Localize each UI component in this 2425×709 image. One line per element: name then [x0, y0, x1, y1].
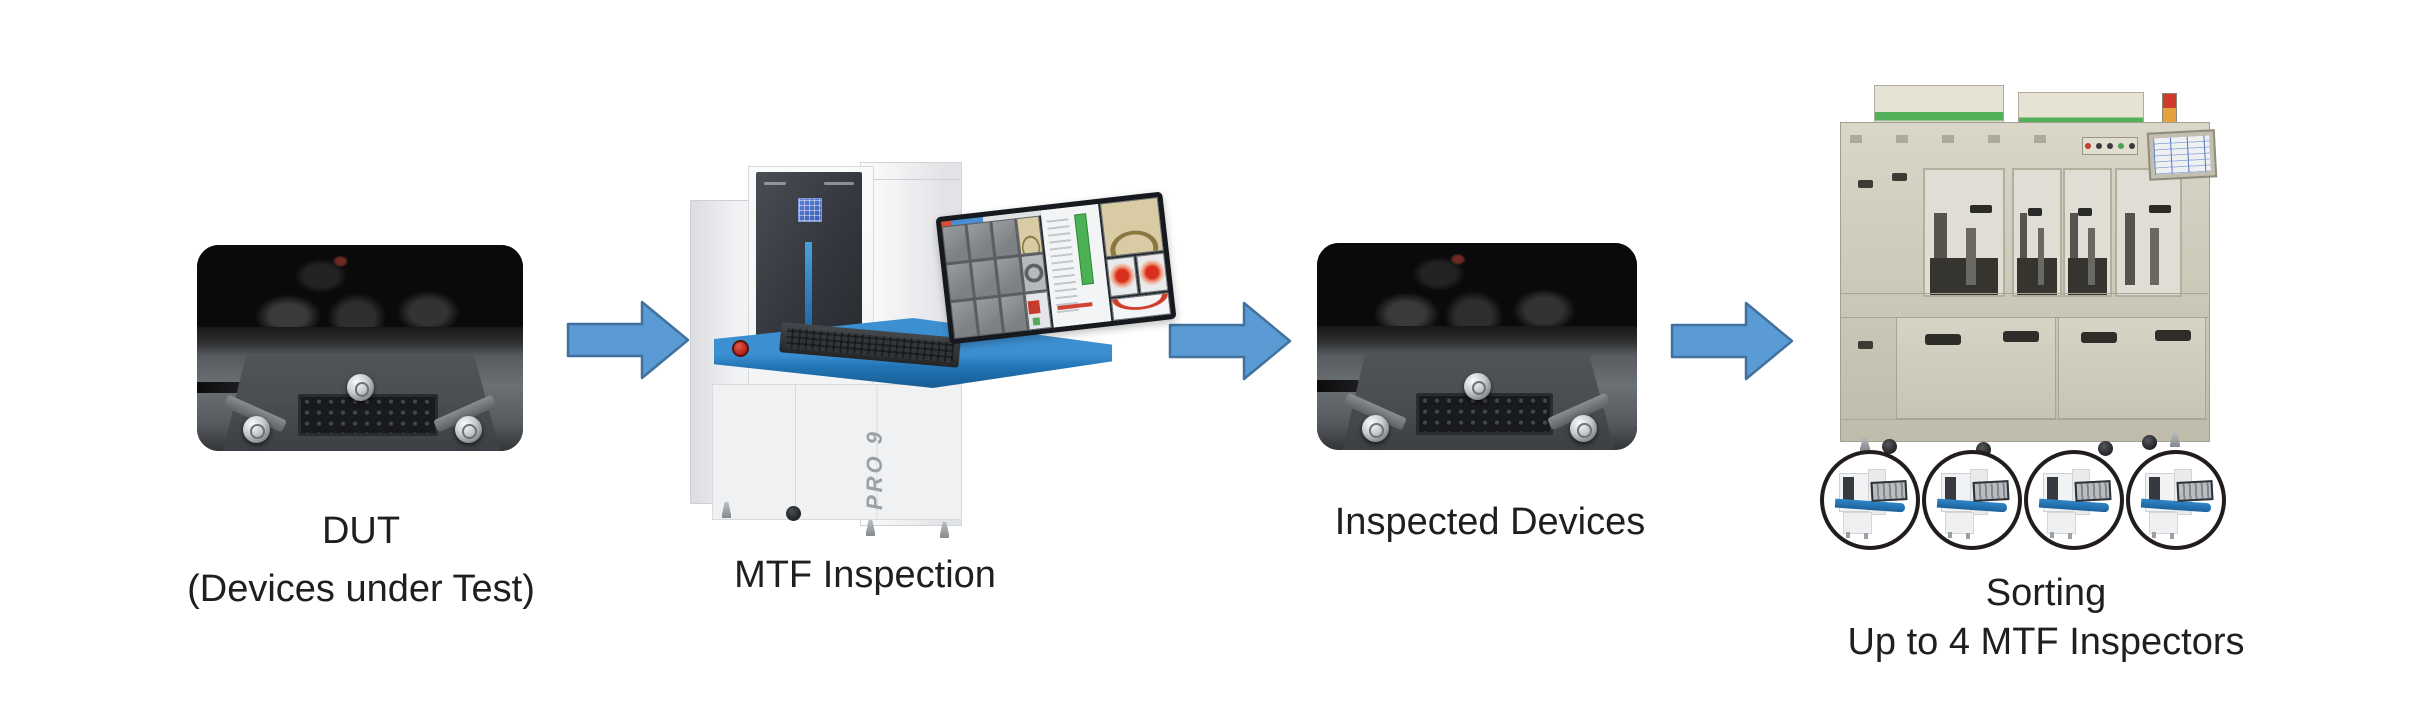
viewing-window: [2115, 168, 2182, 297]
emergency-stop-button: [732, 340, 749, 357]
mini-machine-foot: [1948, 532, 1952, 538]
machine-foot: [722, 502, 731, 518]
caption-line: (Devices under Test): [187, 568, 535, 610]
analysis-panel: [1100, 197, 1171, 321]
caption-dut: DUT (Devices under Test): [136, 502, 586, 618]
mini-machine-foot: [1846, 532, 1850, 538]
pass-bar: [1073, 213, 1094, 285]
machine-caster: [2142, 435, 2157, 450]
tray-knob: [347, 374, 374, 402]
mtf-inspector-circle: [1820, 450, 1920, 550]
mini-machine-monitor: [1870, 480, 1908, 502]
caption-line: Up to 4 MTF Inspectors: [1847, 621, 2245, 663]
field-curve-plot: [1111, 292, 1171, 321]
machine-foot: [940, 522, 949, 538]
caption-sorting: Sorting Up to 4 MTF Inspectors: [1813, 569, 2279, 667]
lower-drawer: [1896, 317, 2056, 419]
camera-lenses-image: [1317, 243, 1637, 335]
drawer-handle: [1858, 341, 1873, 349]
tray-cable: [1317, 380, 1362, 392]
image-tile-grid: [941, 210, 1053, 339]
machine-foot: [866, 520, 875, 536]
leveling-foot: [1860, 437, 1870, 451]
mini-machine-monitor: [1972, 480, 2010, 502]
mini-machine-foot: [2050, 532, 2054, 538]
brand-logo-icon: [798, 198, 822, 222]
mini-machine-monitor: [2074, 480, 2112, 502]
caption-line: DUT: [321, 510, 401, 552]
tray-knob: [1361, 415, 1389, 443]
mini-machine-front-panel: [1843, 477, 1854, 502]
tray-knob: [454, 416, 482, 444]
control-button-strip: [2082, 137, 2138, 155]
heatmap-plot: [1106, 255, 1139, 297]
caption-inspected-devices: Inspected Devices: [1265, 500, 1715, 544]
flow-arrow-icon: [566, 298, 690, 382]
lower-drawer: [2058, 317, 2206, 419]
machine-caster: [786, 506, 801, 521]
mini-machine-foot: [2068, 533, 2072, 539]
panel-blue-stripe: [805, 242, 812, 344]
caption-mtf-inspection: MTF Inspection: [640, 553, 1090, 597]
inspection-monitor: [935, 191, 1177, 345]
tray-cable: [197, 381, 243, 393]
viewing-window: [2012, 168, 2062, 297]
dut-photo: [197, 245, 523, 451]
panel-brand-text: [764, 182, 786, 185]
mini-machine-foot: [1966, 533, 1970, 539]
mini-machine-front-panel: [2149, 477, 2160, 502]
results-panel: [1040, 203, 1112, 328]
vent-slots: [1850, 135, 2060, 143]
mtf-inspection-machine: PRO 9: [690, 160, 1177, 555]
inspected-devices-photo: [1317, 243, 1637, 450]
machine-lower-cabinet: [712, 384, 962, 520]
mini-machine-foot: [2170, 533, 2174, 539]
mtf-inspector-circle: [2126, 450, 2226, 550]
caption-line: Sorting: [1985, 572, 2107, 614]
tray-knob: [1569, 415, 1597, 443]
mini-machine-pedestal: [2149, 512, 2178, 534]
leveling-foot: [2170, 433, 2180, 447]
device-tray-image: [197, 327, 523, 451]
side-vent: [1858, 180, 1873, 188]
sorting-inspectors-row: [1820, 450, 2226, 550]
heatmap-plot: [1136, 252, 1169, 294]
flow-arrow-icon: [1670, 299, 1794, 383]
mini-machine-pedestal: [1945, 512, 1974, 534]
caption-line: MTF Inspection: [734, 554, 996, 596]
mini-machine-front-panel: [1945, 477, 1956, 502]
inspection-software-screen: [941, 197, 1171, 339]
camera-lenses-image: [197, 245, 523, 336]
lens-socket-grid: [298, 394, 438, 436]
flow-arrow-icon: [1168, 299, 1292, 383]
mini-machine-monitor: [2176, 480, 2214, 502]
mtf-inspector-circle: [2024, 450, 2124, 550]
mini-machine-front-panel: [2047, 477, 2058, 502]
hmi-touchscreen: [2146, 129, 2218, 181]
side-vent: [1892, 173, 1907, 181]
mini-machine-pedestal: [1843, 512, 1872, 534]
device-tray-image: [1317, 325, 1637, 450]
tray-knob: [1464, 372, 1491, 400]
viewing-window: [2063, 168, 2112, 297]
mtf-curve-plot: [1100, 197, 1164, 258]
mini-machine-foot: [1864, 533, 1868, 539]
sorting-machine: [1836, 85, 2218, 457]
machine-caster: [2098, 441, 2113, 456]
panel-brand-text: [824, 182, 854, 185]
machine-model-label: PRO 9: [862, 428, 887, 510]
mtf-inspector-circle: [1922, 450, 2022, 550]
tray-knob: [242, 416, 270, 444]
lens-socket-grid: [1416, 392, 1554, 435]
viewing-window: [1923, 168, 2005, 297]
mini-machine-pedestal: [2047, 512, 2076, 534]
mini-machine-foot: [2152, 532, 2156, 538]
caption-line: Inspected Devices: [1334, 501, 1646, 543]
machine-front-panel: [756, 172, 862, 348]
machine-caster: [1882, 439, 1897, 454]
